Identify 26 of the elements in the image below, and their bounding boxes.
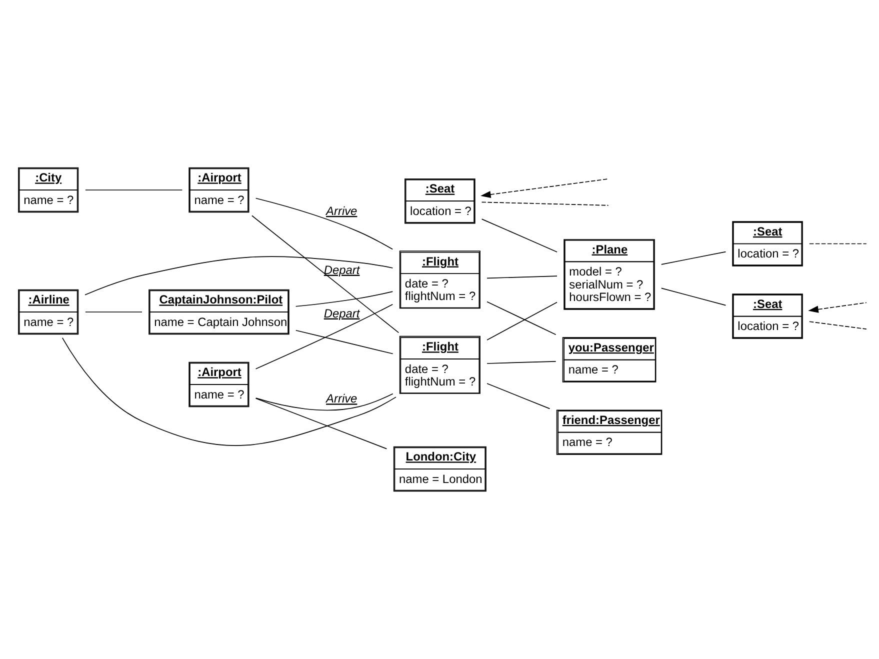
- connector: [481, 202, 609, 206]
- connector: [809, 243, 867, 244]
- edge-label: Arrive: [326, 392, 358, 406]
- connector: [295, 330, 394, 354]
- connector: [809, 321, 867, 330]
- arrow: [808, 302, 867, 313]
- connector: [481, 218, 558, 252]
- connector: [486, 276, 558, 279]
- connector: [660, 288, 726, 306]
- connector: [255, 398, 388, 450]
- connector: [486, 360, 556, 364]
- connector: [486, 302, 558, 340]
- edge-label: Depart: [324, 262, 360, 277]
- connector: [252, 215, 400, 334]
- edge-label: Depart: [324, 306, 360, 320]
- connector: [486, 383, 550, 410]
- connector: [660, 251, 726, 265]
- connector: [486, 301, 556, 336]
- connector: [255, 393, 394, 411]
- connector: [255, 304, 394, 370]
- connector: [62, 337, 396, 446]
- connector: [255, 198, 394, 250]
- connector: [295, 291, 394, 307]
- connector: [84, 256, 394, 296]
- edge-label: Arrive: [326, 204, 358, 218]
- arrow: [480, 178, 609, 198]
